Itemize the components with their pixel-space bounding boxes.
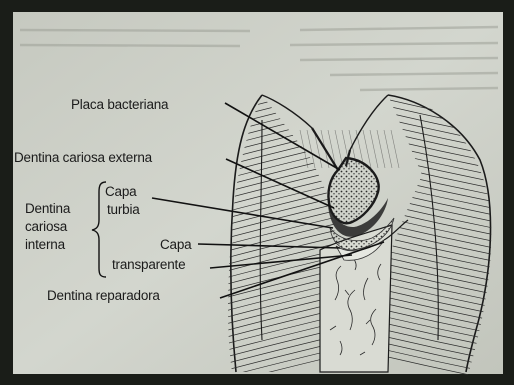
label-placa-bacteriana: Placa bacteriana bbox=[71, 97, 168, 112]
label-capa-transparente-2: transparente bbox=[112, 257, 185, 272]
label-capa-turbia-2: turbia bbox=[107, 202, 140, 217]
label-capa-transparente-1: Capa bbox=[160, 237, 191, 252]
label-dentina-cariosa-externa: Dentina cariosa externa bbox=[14, 150, 152, 165]
label-dentina-cariosa-interna-3: interna bbox=[25, 237, 65, 252]
label-dentina-cariosa-interna-1: Dentina bbox=[25, 201, 70, 216]
label-capa-turbia-1: Capa bbox=[105, 184, 136, 199]
label-dentina-reparadora: Dentina reparadora bbox=[47, 288, 160, 303]
label-dentina-cariosa-interna-2: cariosa bbox=[25, 219, 67, 234]
curly-brace bbox=[92, 182, 106, 277]
right-cusp-outline bbox=[388, 95, 491, 372]
left-cusp-outline bbox=[231, 95, 262, 372]
